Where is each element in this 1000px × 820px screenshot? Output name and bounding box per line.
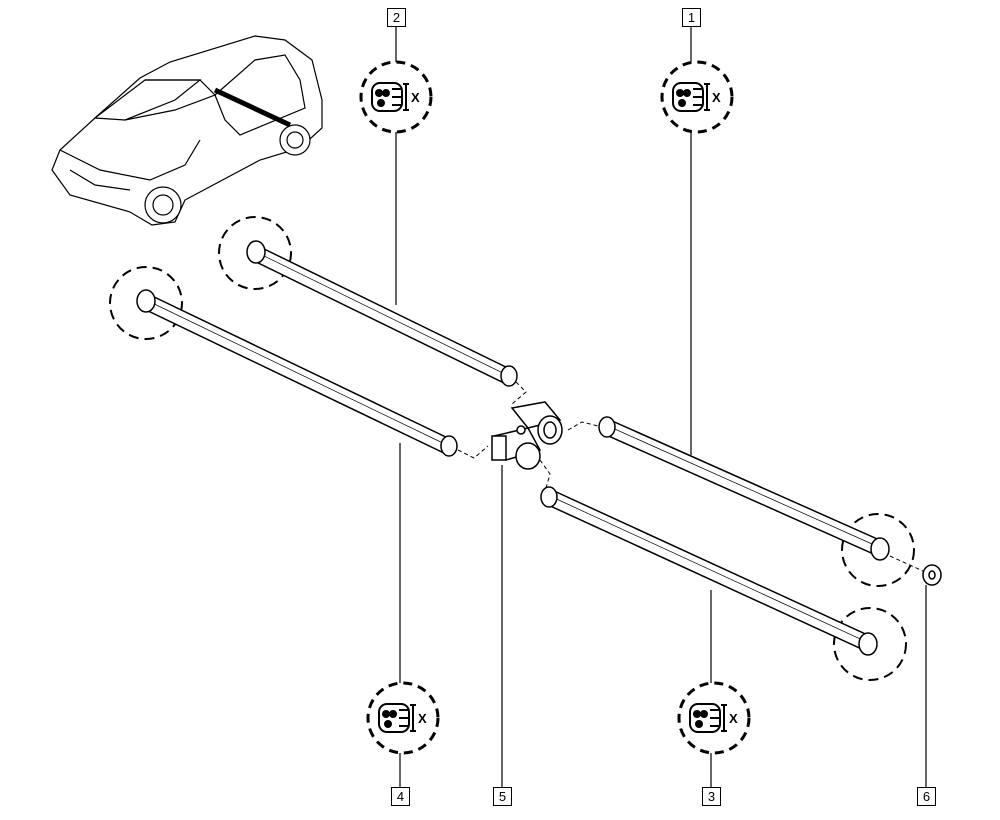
end-circle-upper-right — [841, 513, 915, 587]
coupling-block — [491, 401, 563, 470]
dimension-x-label: X — [729, 711, 738, 726]
vehicle-illustration — [51, 35, 323, 226]
end-circle-upper-left — [218, 216, 292, 290]
end-circle-lower-right — [833, 607, 907, 681]
end-fitting-detail-1: X — [672, 82, 721, 112]
callout-5: 5 — [493, 787, 512, 806]
detail-circle-3 — [677, 681, 751, 755]
dimension-x-label: X — [411, 90, 420, 105]
callout-3: 3 — [702, 787, 721, 806]
end-fitting-detail-2: X — [371, 82, 420, 112]
dimension-x-label: X — [418, 711, 427, 726]
detail-circle-4 — [366, 681, 440, 755]
callout-2: 2 — [387, 8, 406, 27]
end-fitting-detail-4: X — [378, 703, 427, 733]
callout-6: 6 — [917, 787, 936, 806]
callout-4: 4 — [391, 787, 410, 806]
callout-1: 1 — [682, 8, 701, 27]
dimension-x-label: X — [712, 90, 721, 105]
detail-circle-1 — [660, 60, 734, 134]
end-circle-lower-left — [109, 266, 183, 340]
detail-circle-2 — [359, 60, 433, 134]
washer — [922, 564, 942, 586]
end-fitting-detail-3: X — [689, 703, 738, 733]
